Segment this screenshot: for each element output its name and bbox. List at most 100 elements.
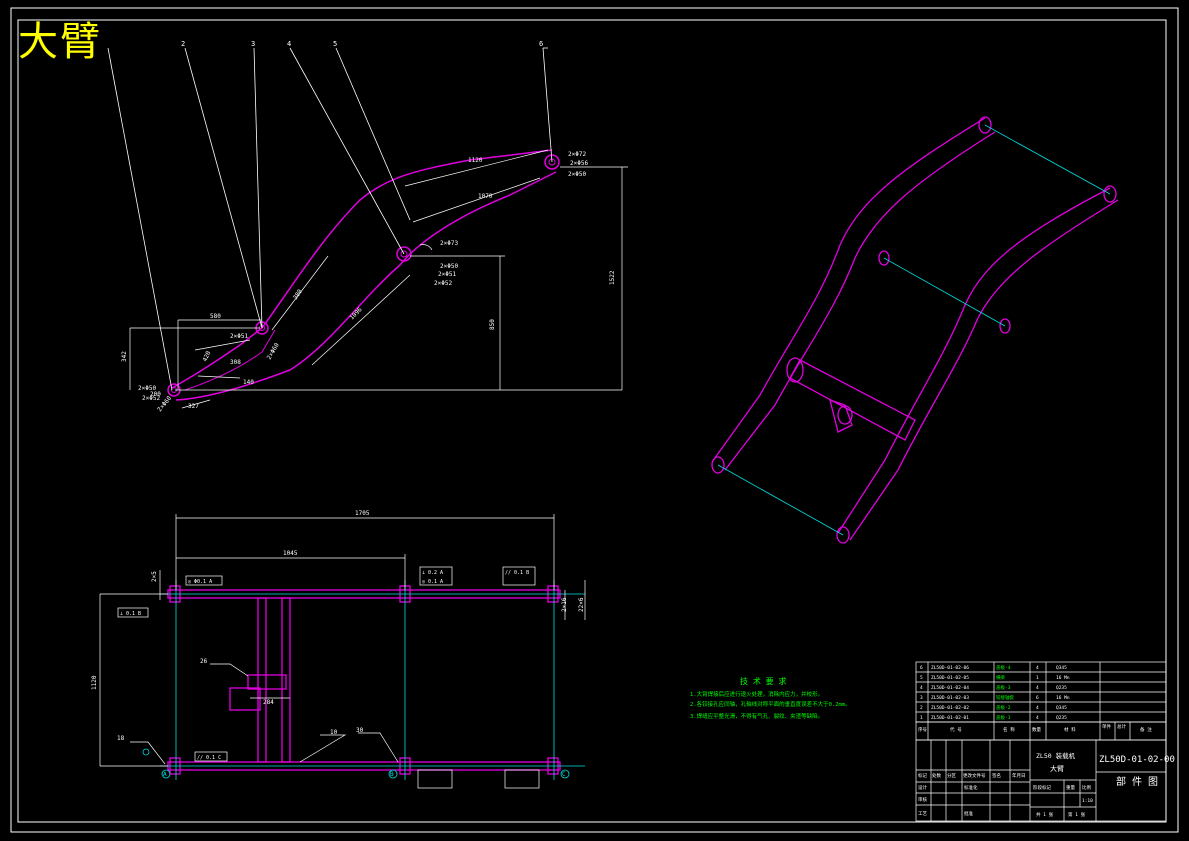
side-dimension-lines [129,149,628,409]
iso-center-lines [717,124,1111,536]
dim-inner: 420 [201,350,212,363]
ph-no: 序号 [918,726,927,733]
weld-leaders [130,663,399,765]
parts-cell-name: 盖板-2 [996,704,1011,711]
iso-beam-bracket [829,399,853,433]
parts-cell-code: ZL50D-01-02-03 [931,695,969,701]
tol-6: // 0.1 C [197,755,221,761]
radius-mid-3: 2×Φ51 [438,271,456,278]
tb-std: 标准化 [964,784,978,791]
balloon-5: 5 [333,40,337,48]
tech-note-3: 3.焊缝应平整光滑，不得有气孔、裂纹、夹渣等缺陷。 [690,712,823,720]
outer-frame [10,7,1179,833]
dim-mid-height: 850 [489,319,496,330]
radius-mid-2: 2×Φ50 [440,263,458,270]
dim-total-height: 1522 [609,270,616,285]
tb-col-date: 年月日 [1012,772,1026,779]
parts-cell-code: ZL50D-01-02-01 [931,715,969,721]
top-web-bracket-2 [229,687,261,711]
dim-bottom-a: 140 [243,379,254,386]
tb-row-review: 审核 [918,796,927,803]
parts-cell-mat: 16 Mn [1056,695,1070,701]
side-view: 2 3 4 5 6 1120 1070 1 [107,40,628,413]
iso-right-arm-inner [849,199,1119,541]
iso-boss-mid-right [999,318,1011,334]
parts-cell-code: ZL50D-01-02-05 [931,675,969,681]
parts-cell-name: 横梁 [996,674,1005,681]
dim-inner-width: 1045 [283,550,298,557]
tech-note-1: 1.大臂焊接后应进行退火处理，消除内应力，并校形。 [690,690,823,698]
iso-cross-beam [789,359,916,441]
tol-5: ⊥ 0.1 B [120,611,141,617]
dim-small-3: 2×16 [561,597,568,612]
tb-sheets: 共 1 张 [1036,811,1054,818]
ph-name: 名 称 [1003,726,1015,733]
ph-total: 总计 [1117,723,1126,730]
iso-beam-end [786,357,804,383]
tol-3: ◎ 0.1 A [422,579,443,585]
iso-boss-mid-left [878,250,890,266]
weld-note-2: 18 [117,735,125,742]
tb-approve: 批准 [964,810,973,817]
parts-cell-code: ZL50D-01-02-02 [931,705,969,711]
tb-drawing-no: ZL50D-01-02-00 [1099,755,1175,765]
boom-inner-edge [184,329,276,391]
parts-cell-mat: Q345 [1056,705,1067,711]
balloon-4: 4 [287,40,291,48]
boom-lower-edge [175,171,557,401]
parts-cell-qty: 4 [1036,705,1039,711]
balloon-2: 2 [181,40,185,48]
parts-cell-mat: 16 Mn [1056,675,1070,681]
pin-top [544,154,560,170]
weld-note-1: 26 [200,658,208,665]
datum-c-symbol [560,769,570,779]
parts-cell-mat: Q235 [1056,685,1067,691]
tb-weight-label: 重量 [1066,784,1075,791]
tb-col-count: 处数 [932,772,941,779]
radius-left-1: 2×Φ50 [138,385,156,392]
radius-mid-4: 2×Φ52 [434,280,452,287]
dim-small-1: 2×5 [151,571,158,582]
iso-bracket-hole [837,405,853,425]
dim-left-a: 200 [150,391,161,398]
dim-bracket: 284 [263,699,274,706]
top-web-2 [281,597,291,763]
tol-4: // 0.1 B [505,570,529,576]
angle-arc [419,244,433,251]
dim-upper-chord: 1120 [468,157,483,164]
ph-qty: 数量 [1032,726,1041,733]
dim-lower-chord: 1070 [478,193,493,200]
parts-cell-no: 3 [920,695,923,701]
pin-middle-bore [400,250,408,258]
radius-top-2: 2×Φ56 [570,160,588,167]
dim-lower-width: 580 [210,313,221,320]
iso-left-arm-outer [711,117,986,463]
top-center-lines [160,580,585,780]
ph-remark: 备 注 [1140,726,1152,733]
parts-cell-qty: 4 [1036,715,1039,721]
tol-2: ⊥ 0.2 A [422,570,443,576]
iso-boss-bottom-right [836,526,850,544]
tol-1: ◎ Φ0.1 A [188,579,212,585]
datum-a-symbol [161,769,171,779]
parts-list [915,661,1167,741]
inner-frame [17,19,1167,823]
tb-scale-label: 比例 [1082,784,1091,791]
balloon-6: 6 [539,40,543,48]
iso-left-arm-inner [724,131,996,471]
dim-left-b: 327 [188,403,199,410]
parts-cell-no: 2 [920,705,923,711]
balloon-3: 3 [251,40,255,48]
datum-a: A [163,771,167,778]
datum-b: B [390,771,394,778]
parts-cell-no: 4 [920,685,923,691]
datum-c: C [562,771,566,778]
dim-bottom-b: 308 [230,359,241,366]
tb-col-change: 更改文件号 [963,772,986,779]
tb-doc-type: 部 件 图 [1116,775,1158,788]
dim-top-height: 1120 [91,675,98,690]
radius-mid-1: 2×Φ73 [440,240,458,247]
parts-cell-name: 盖板-4 [996,664,1011,671]
weld-note-3: 30 [356,727,364,734]
